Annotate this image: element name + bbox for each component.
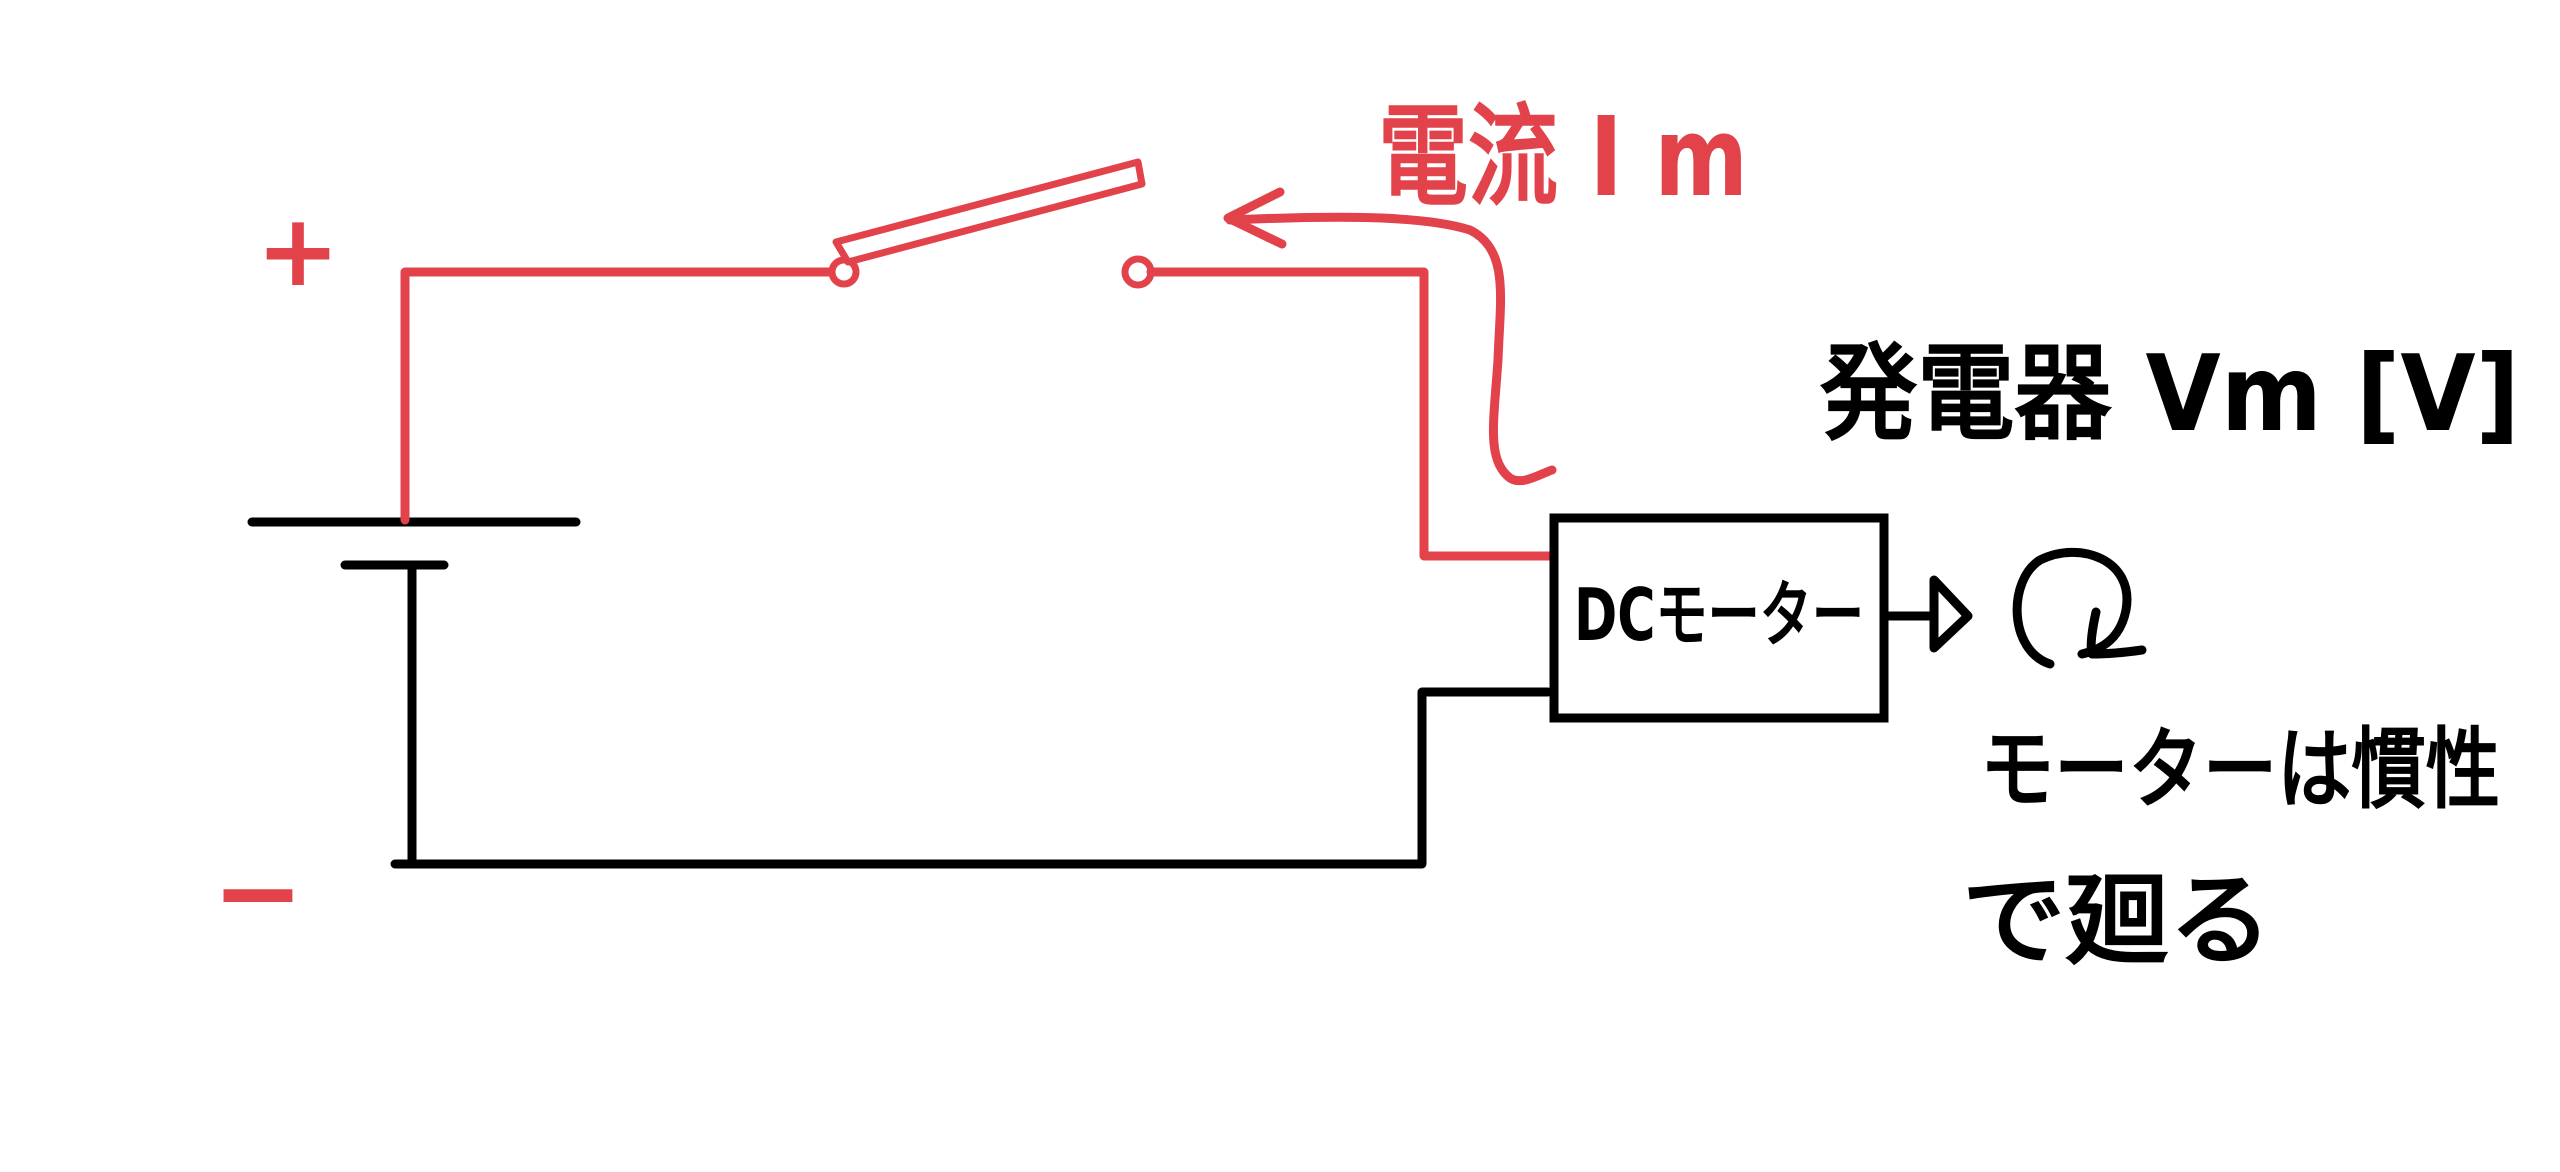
generator-label: 発電器 Vm [V] bbox=[1820, 333, 2520, 455]
motor-label: DCモーター bbox=[1574, 573, 1864, 657]
return-wire bbox=[390, 565, 1553, 869]
arrow-left-icon bbox=[1223, 187, 1557, 486]
battery-minus-label: − bbox=[212, 828, 304, 956]
wire-motor-to-battery bbox=[390, 687, 1553, 869]
switch-blade bbox=[832, 158, 1146, 266]
wire-switch-to-motor bbox=[1146, 267, 1559, 561]
shaft-arrow-icon bbox=[1883, 575, 1973, 653]
wire-battery-to-switch bbox=[400, 267, 845, 525]
battery-plus-label: + bbox=[256, 192, 340, 309]
rotation-icon bbox=[2012, 547, 2147, 669]
battery bbox=[247, 517, 581, 570]
motor-note-line2: で廻る bbox=[1962, 862, 2272, 979]
dc-motor: DCモーター bbox=[1549, 513, 1889, 723]
motor-note-line1: モーターは慣性 bbox=[1980, 718, 2500, 821]
current-label: 電流 I m bbox=[1378, 93, 1748, 221]
live-wire bbox=[400, 158, 1559, 561]
